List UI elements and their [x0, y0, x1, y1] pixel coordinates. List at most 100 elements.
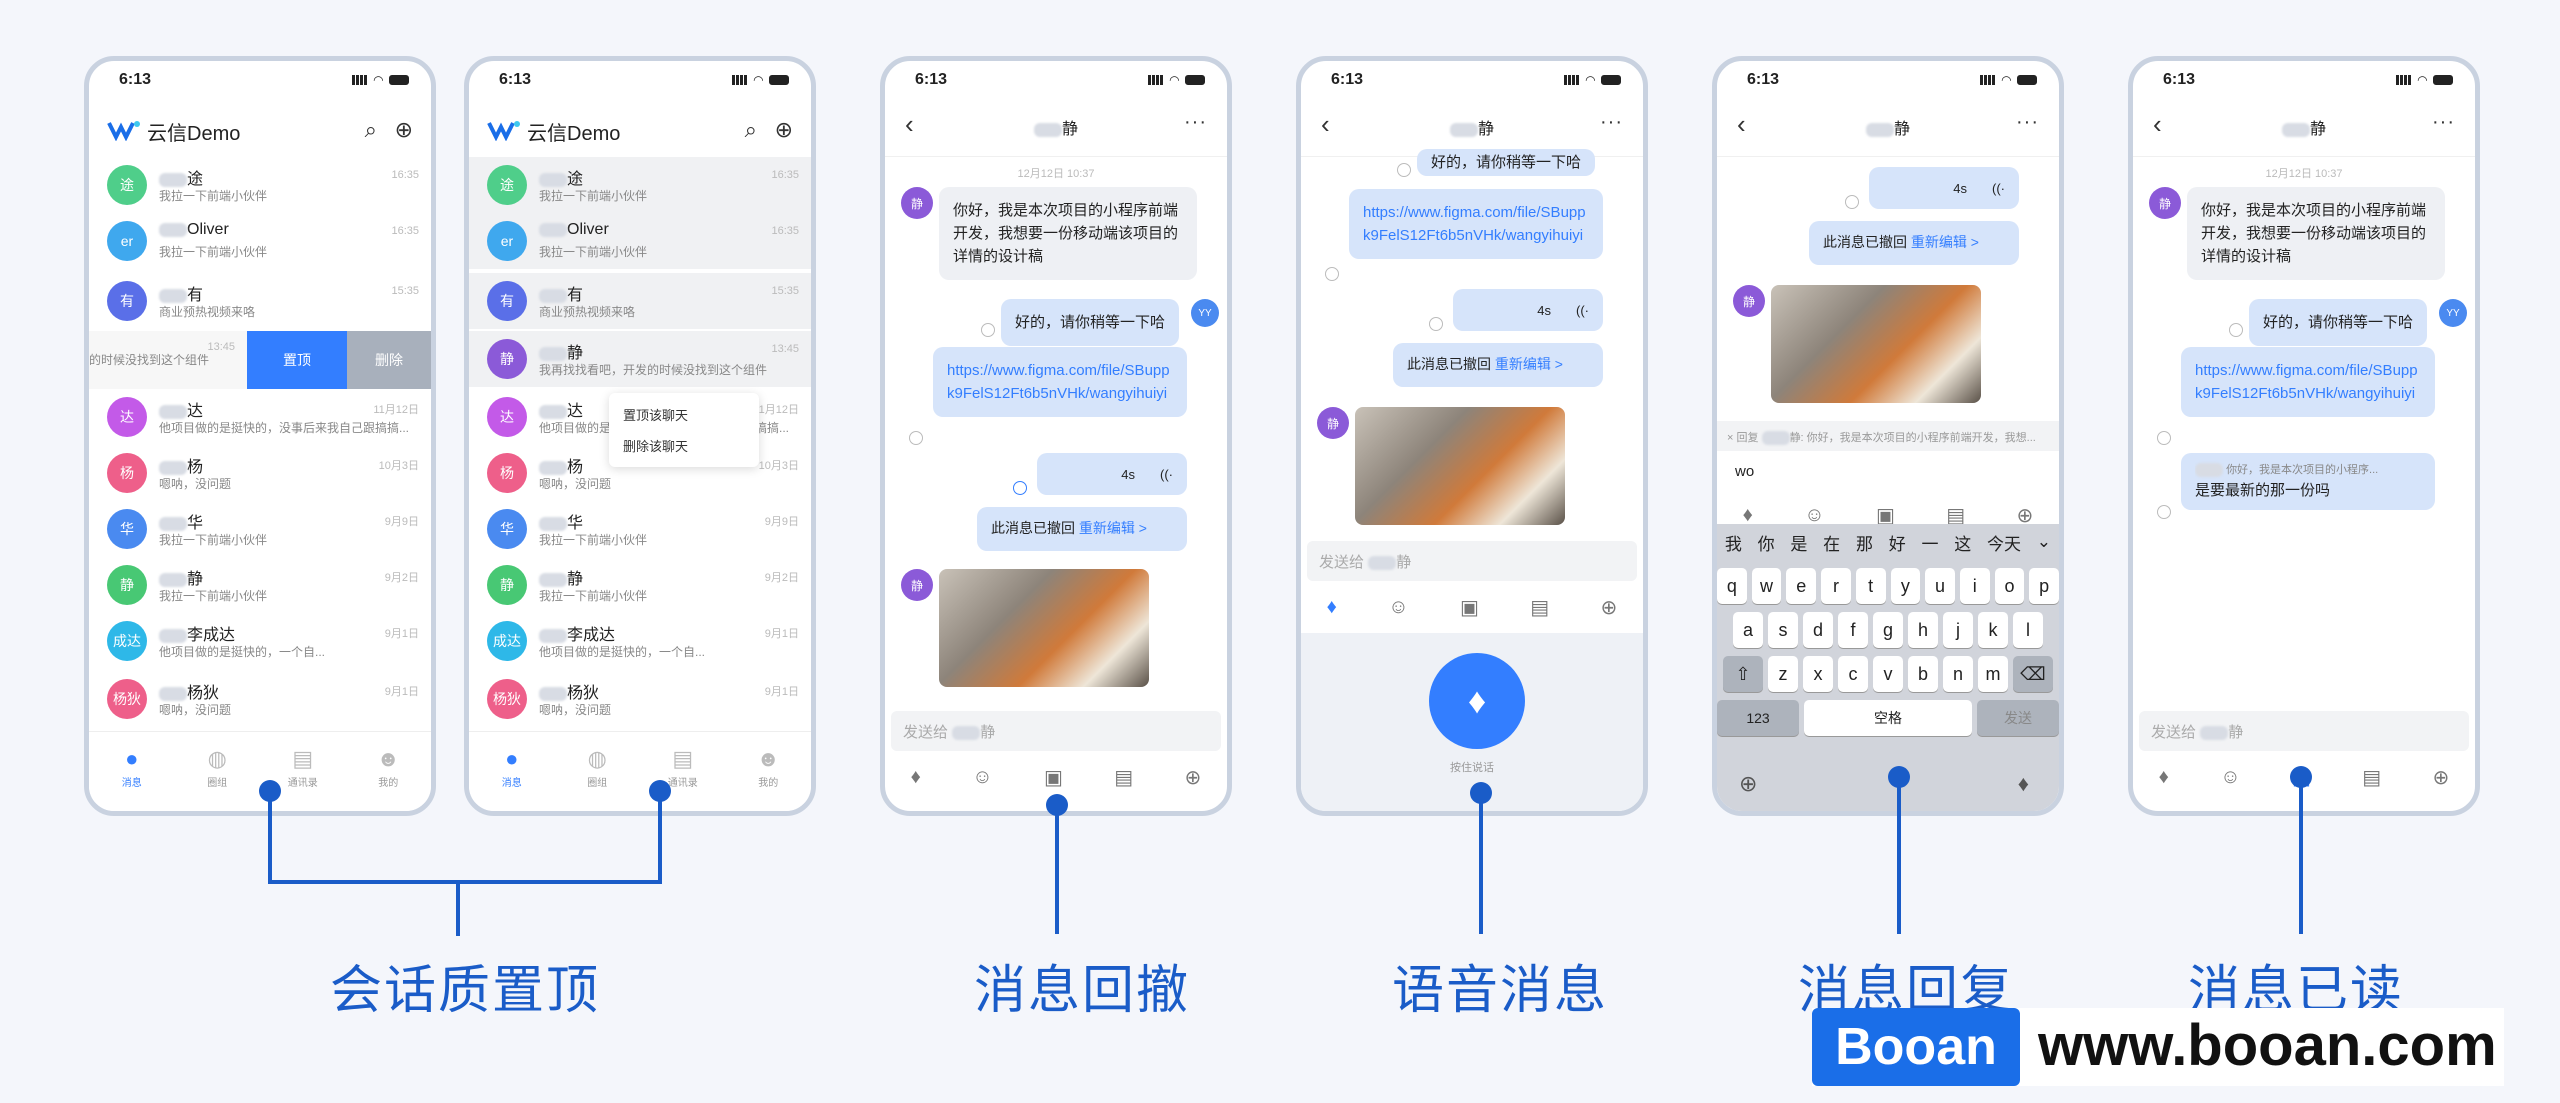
- close-icon[interactable]: ×: [1727, 432, 1734, 444]
- delete-button[interactable]: 删除: [347, 331, 431, 389]
- key-e[interactable]: e: [1786, 568, 1817, 604]
- microphone-icon[interactable]: ♦: [2158, 765, 2169, 788]
- microphone-icon[interactable]: ♦: [910, 765, 921, 788]
- globe-icon[interactable]: ⊕: [1739, 771, 1758, 796]
- file-icon[interactable]: ▤: [2362, 766, 2382, 789]
- send-key[interactable]: 发送: [1976, 700, 2059, 736]
- contact-avatar[interactable]: 静: [1733, 285, 1765, 317]
- contact-avatar[interactable]: 静: [901, 187, 933, 219]
- conversation-row[interactable]: 成达李成达他项目做的是挺快的，一个自...9月1日: [89, 613, 431, 669]
- image-icon[interactable]: ▣: [1460, 596, 1479, 619]
- key-c[interactable]: c: [1838, 656, 1868, 692]
- key-u[interactable]: u: [1925, 568, 1955, 604]
- plus-icon[interactable]: ⊕: [1184, 766, 1202, 789]
- back-icon[interactable]: ‹: [905, 109, 914, 139]
- search-icon[interactable]: ⌕: [744, 117, 757, 142]
- shift-key[interactable]: ⇧: [1723, 656, 1763, 692]
- candidate-word[interactable]: 这: [1954, 534, 1972, 554]
- emoji-icon[interactable]: ☺: [1388, 595, 1409, 618]
- key-r[interactable]: r: [1821, 568, 1851, 604]
- file-icon[interactable]: ▤: [1530, 596, 1550, 619]
- conversation-row[interactable]: 成达李成达他项目做的是挺快的，一个自...9月1日: [469, 613, 811, 669]
- re-edit-link[interactable]: 重新编辑 >: [1910, 234, 1979, 250]
- voice-message[interactable]: 4s((·: [1869, 167, 2019, 209]
- conversation-row[interactable]: 达达他项目做的是挺快的，没事后来我自己跟搞搞...11月12日: [89, 389, 431, 445]
- search-icon[interactable]: ⌕: [364, 117, 377, 142]
- microphone-icon[interactable]: ♦: [1326, 595, 1337, 618]
- image-icon[interactable]: ▣: [1876, 504, 1895, 527]
- key-s[interactable]: s: [1768, 612, 1798, 648]
- numbers-key[interactable]: 123: [1717, 700, 1800, 736]
- add-icon[interactable]: ⊕: [774, 117, 793, 142]
- pin-button[interactable]: 置顶: [247, 331, 347, 389]
- re-edit-link[interactable]: 重新编辑 >: [1078, 520, 1147, 536]
- key-k[interactable]: k: [1978, 612, 2008, 648]
- candidate-word[interactable]: 你: [1757, 534, 1775, 554]
- back-icon[interactable]: ‹: [1321, 109, 1330, 139]
- voice-message[interactable]: 4s((·: [1453, 289, 1603, 331]
- key-q[interactable]: q: [1717, 568, 1747, 604]
- message-link[interactable]: https://www.figma.com/file/SBuppk9FelS12…: [2181, 347, 2435, 417]
- contact-avatar[interactable]: 静: [901, 569, 933, 601]
- key-i[interactable]: i: [1959, 568, 1990, 604]
- emoji-icon[interactable]: ☺: [1804, 503, 1825, 526]
- key-a[interactable]: a: [1733, 612, 1763, 648]
- back-icon[interactable]: ‹: [2153, 109, 2162, 139]
- candidate-word[interactable]: 今天: [1987, 534, 2021, 554]
- key-h[interactable]: h: [1908, 612, 1938, 648]
- key-m[interactable]: m: [1978, 656, 2008, 692]
- tab-contacts[interactable]: ▤通讯录: [260, 732, 346, 811]
- tab-me[interactable]: ☻我的: [726, 732, 812, 811]
- menu-item-delete-chat[interactable]: 删除该聊天: [623, 439, 689, 454]
- key-n[interactable]: n: [1943, 656, 1973, 692]
- tab-messages[interactable]: ●消息: [469, 732, 555, 811]
- file-icon[interactable]: ▤: [1114, 766, 1134, 789]
- back-icon[interactable]: ‹: [1737, 109, 1746, 139]
- candidate-word[interactable]: 那: [1855, 534, 1873, 554]
- message-input[interactable]: 发送给 静: [2139, 711, 2469, 751]
- microphone-icon[interactable]: ♦: [1742, 503, 1753, 526]
- add-icon[interactable]: ⊕: [394, 117, 413, 142]
- tab-circles[interactable]: ◍圈组: [175, 732, 261, 811]
- message-bubble-incoming[interactable]: 你好，我是本次项目的小程序前端开发，我想要一份移动端该项目的详情的设计稿: [2187, 187, 2445, 280]
- key-l[interactable]: l: [2013, 612, 2043, 648]
- key-d[interactable]: d: [1803, 612, 1833, 648]
- plus-icon[interactable]: ⊕: [2432, 766, 2450, 789]
- tab-me[interactable]: ☻我的: [346, 732, 432, 811]
- message-input[interactable]: wo: [1723, 453, 2053, 493]
- tab-contacts[interactable]: ▤通讯录: [640, 732, 726, 811]
- key-t[interactable]: t: [1855, 568, 1886, 604]
- image-message[interactable]: [1355, 407, 1565, 525]
- plus-icon[interactable]: ⊕: [2016, 504, 2034, 527]
- key-w[interactable]: w: [1751, 568, 1782, 604]
- voice-message[interactable]: 4s((·: [1037, 453, 1187, 495]
- key-j[interactable]: j: [1943, 612, 1973, 648]
- contact-avatar[interactable]: 静: [1317, 407, 1349, 439]
- space-key[interactable]: 空格: [1804, 700, 1972, 736]
- expand-candidates-icon[interactable]: ⌄: [2036, 532, 2052, 551]
- candidate-word[interactable]: 我: [1724, 534, 1742, 554]
- my-avatar[interactable]: YY: [1191, 299, 1219, 327]
- key-z[interactable]: z: [1768, 656, 1798, 692]
- hold-to-talk-button[interactable]: ♦: [1429, 653, 1525, 749]
- candidate-word[interactable]: 一: [1921, 534, 1939, 554]
- more-icon[interactable]: ···: [2016, 111, 2039, 133]
- message-link[interactable]: https://www.figma.com/file/SBuppk9FelS12…: [1349, 189, 1603, 259]
- emoji-icon[interactable]: ☺: [972, 765, 993, 788]
- message-bubble-outgoing[interactable]: 好的，请你稍等一下哈: [1417, 149, 1596, 176]
- reply-message[interactable]: 你好，我是本次项目的小程序... 是要最新的那一份吗: [2181, 453, 2435, 510]
